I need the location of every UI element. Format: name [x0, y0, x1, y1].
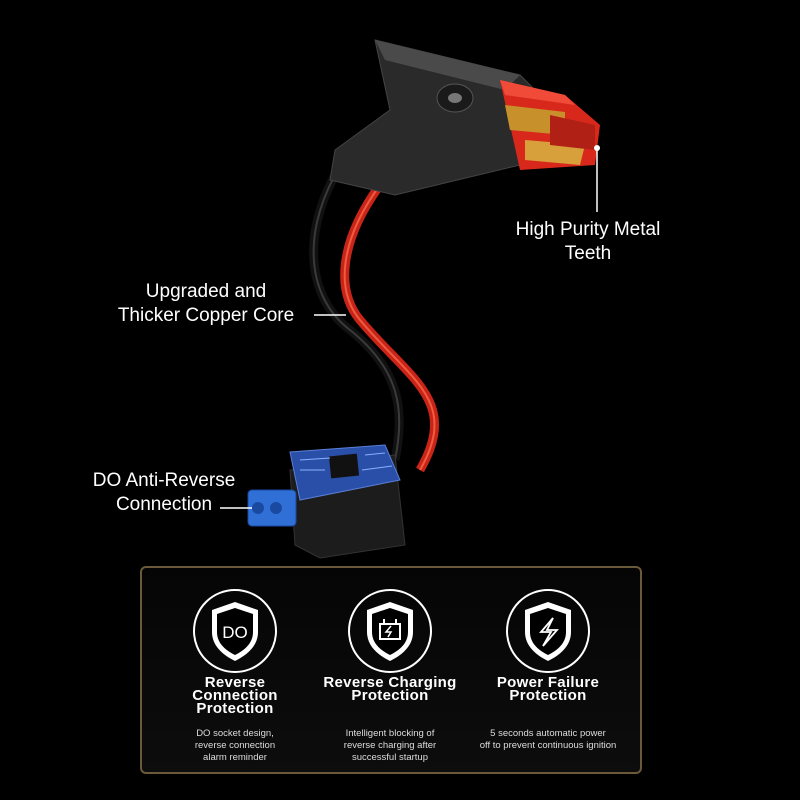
- red-cable: [340, 182, 439, 473]
- shield-battery-icon: [348, 589, 432, 673]
- feature-desc: 5 seconds automatic power: [490, 728, 606, 739]
- callout-line: High Purity Metal: [515, 219, 661, 240]
- callout-line: Upgraded and: [145, 281, 267, 302]
- feature-desc: alarm reminder: [203, 752, 267, 763]
- feature-desc: reverse connection: [194, 740, 276, 751]
- anti-reverse-module: [247, 444, 406, 559]
- feature-reverse-charging: Reverse Charging Protection Intelligent …: [307, 568, 473, 772]
- anti-reverse-callout: DO Anti-Reverse Connection: [78, 469, 250, 517]
- black-cable-highlight: [312, 174, 401, 461]
- feature-title: Reverse: [204, 674, 266, 691]
- feature-desc: off to prevent continuous ignition: [479, 740, 617, 751]
- shield-lightning-icon: [506, 589, 590, 673]
- feature-desc: Intelligent blocking of: [345, 728, 435, 739]
- svg-text:DO: DO: [222, 623, 248, 642]
- features-panel: DO Reverse Connection Protection DO sock…: [140, 566, 642, 774]
- callout-line: Thicker Copper Core: [117, 305, 295, 326]
- callout-line: Connection: [115, 494, 213, 515]
- feature-title: Power Failure: [496, 674, 600, 691]
- feature-title: Protection: [196, 700, 274, 717]
- feature-desc: successful startup: [351, 752, 429, 763]
- callout-line: DO Anti-Reverse: [92, 470, 236, 491]
- teeth-callout: High Purity Metal Teeth: [500, 218, 676, 266]
- feature-power-failure: Power Failure Protection 5 seconds autom…: [462, 568, 634, 772]
- callout-line: Teeth: [564, 243, 612, 264]
- feature-title: Protection: [351, 687, 429, 704]
- feature-reverse-connection: DO Reverse Connection Protection DO sock…: [152, 568, 318, 772]
- feature-title: Connection: [192, 687, 278, 704]
- shield-do-icon: DO: [193, 589, 277, 673]
- feature-title: Protection: [509, 687, 587, 704]
- copper-callout: Upgraded and Thicker Copper Core: [100, 280, 312, 328]
- battery-clamp: [329, 39, 600, 196]
- feature-title: Reverse Charging: [323, 674, 457, 691]
- feature-desc: reverse charging after: [343, 740, 437, 751]
- feature-desc: DO socket design,: [196, 728, 274, 739]
